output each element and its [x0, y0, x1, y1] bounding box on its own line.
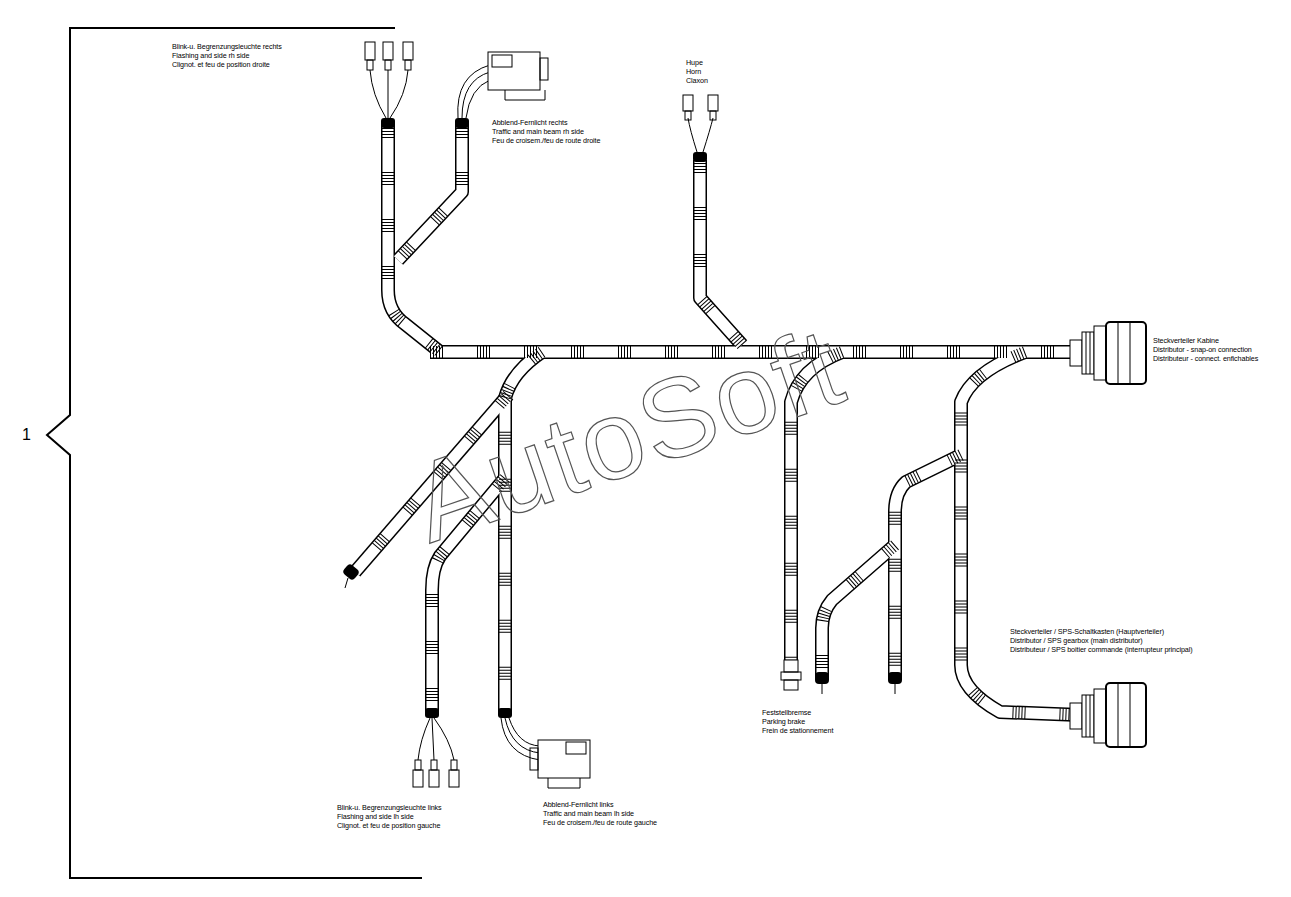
part-label: Parking brake [762, 717, 805, 726]
part-label: Steckverteiler Kabine [1153, 336, 1219, 345]
part-label: Distributeur - connect. enfichables [1153, 354, 1258, 363]
part-label: Abblend-Fernlicht rechts [492, 118, 568, 127]
part-label: Feststellbremse [762, 708, 811, 717]
part-label: Traffic and main beam rh side [492, 127, 584, 136]
part-label: Clignot. et feu de position droite [172, 60, 270, 69]
callout-number: 1 [22, 426, 31, 444]
part-label: Blink-u. Begrenzungsleuchte rechts [172, 42, 282, 51]
part-label: Traffic and main beam lh side [543, 809, 634, 818]
part-label: Flashing and side rh side [172, 51, 249, 60]
part-label: Clignot. et feu de position gauche [337, 821, 440, 830]
part-label: Blink-u. Begrenzungsleuchte links [337, 803, 442, 812]
part-label: Horn [686, 67, 701, 76]
part-label: Feu de croisem./feu de route droite [492, 136, 600, 145]
part-label: Feu de croisem./feu de route gauche [543, 818, 657, 827]
part-label: Distributor - snap-on connection [1153, 345, 1252, 354]
part-label: Frein de stationnement [762, 726, 833, 735]
part-label: Claxon [686, 76, 708, 85]
part-label: Steckverteiler / SPS-Schaltkasten (Haupt… [1010, 627, 1164, 636]
part-label: Distributeur / SPS boitier commande (int… [1010, 645, 1193, 654]
part-label: Distributor / SPS gearbox (main distribu… [1010, 636, 1143, 645]
part-label: Abblend-Fernlicht links [543, 800, 613, 809]
part-label: Flashing and side lh side [337, 812, 414, 821]
part-label: Hupe [686, 58, 703, 67]
